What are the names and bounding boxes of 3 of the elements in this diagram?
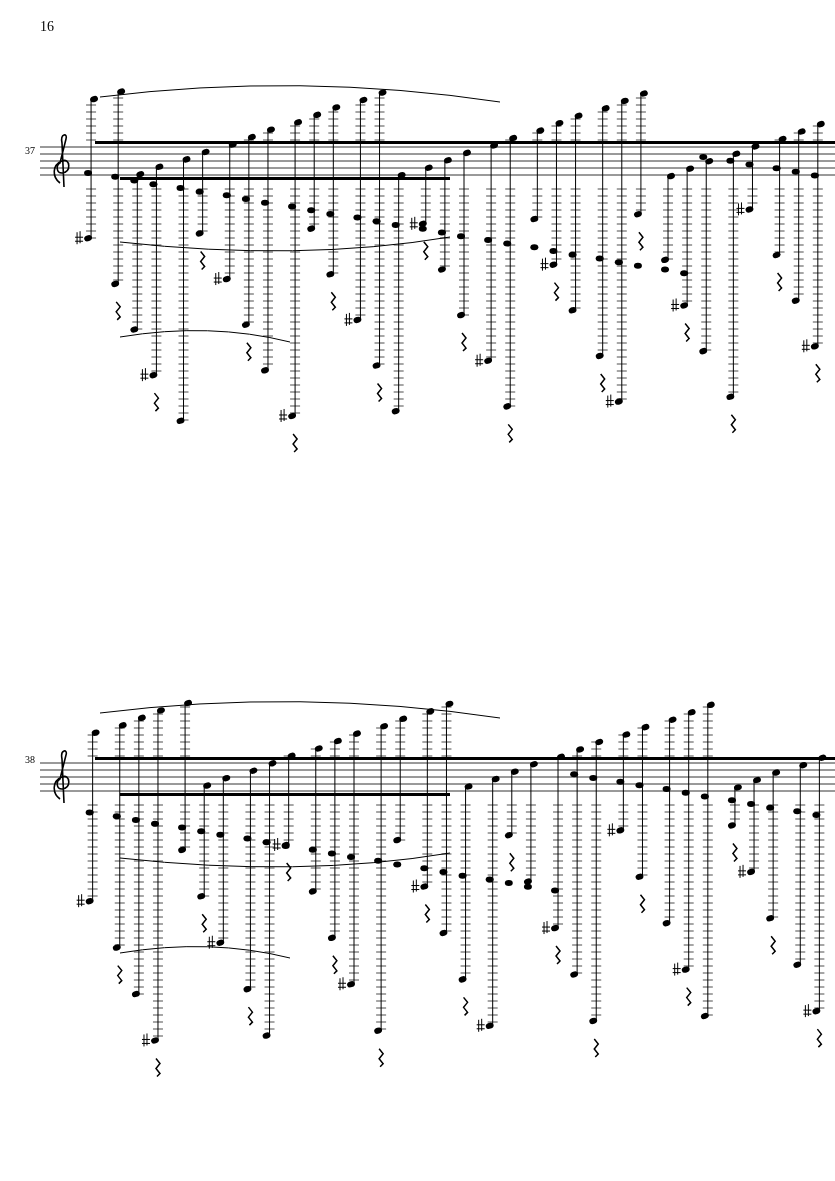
measure-number: 37 [25,146,35,156]
page-number: 16 [40,20,54,34]
measure-number: 38 [25,755,35,765]
